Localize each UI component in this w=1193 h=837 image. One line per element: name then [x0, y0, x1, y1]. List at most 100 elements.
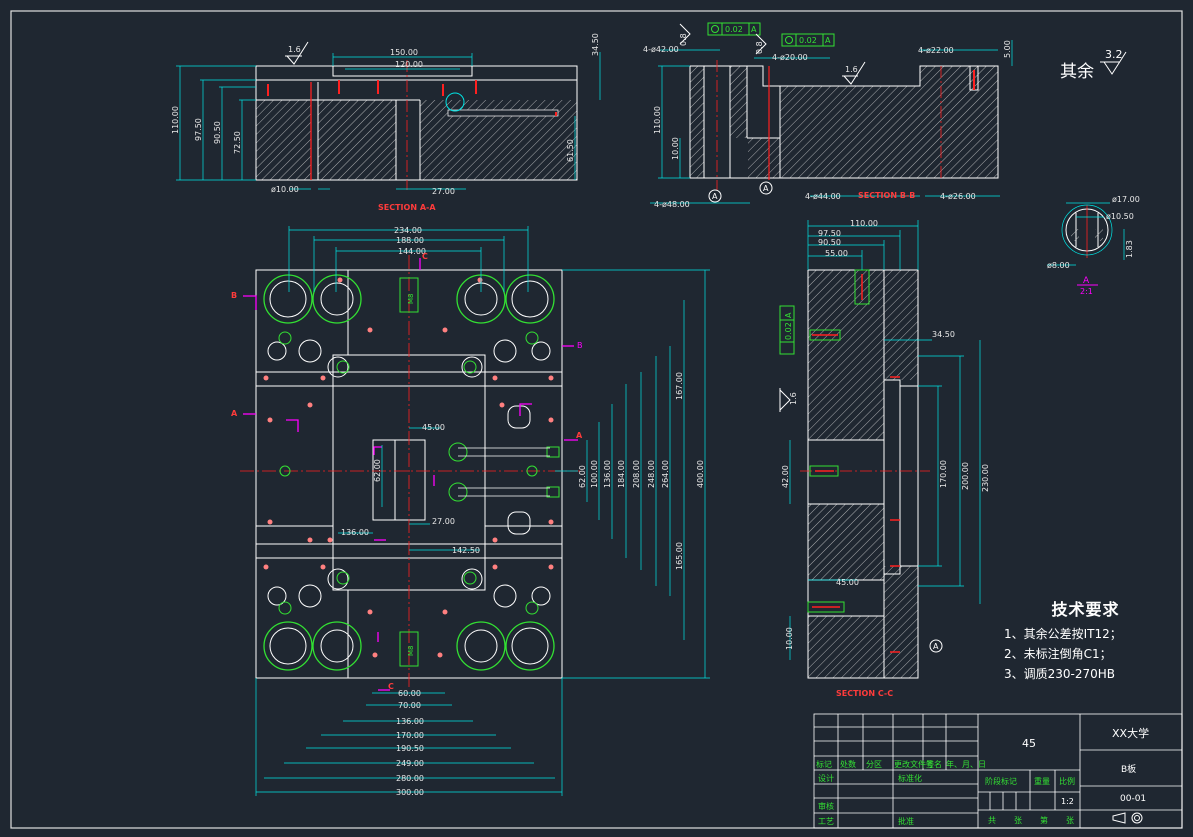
- cc-dim-230: 230.00: [981, 464, 990, 492]
- plan-dim-right-6: 264.00: [661, 460, 670, 488]
- bb-dim-10: 10.00: [671, 137, 680, 160]
- marker-a-left: A: [231, 409, 238, 418]
- detail-scale: 2:1: [1080, 287, 1093, 296]
- aa-dim-90: 90.50: [213, 121, 222, 144]
- tb-label-check: 审核: [818, 801, 834, 811]
- tb-sheet-unit-1: 张: [1014, 816, 1022, 825]
- detail-label: A: [1083, 276, 1090, 286]
- bb-dim-d42: 4-ø42.00: [643, 45, 679, 54]
- plan-dim-bottom-2: 136.00: [396, 717, 424, 726]
- aa-dim-34: 34.50: [591, 33, 600, 56]
- roughness-symbol: [679, 23, 866, 85]
- bb-datum-2: A: [825, 36, 831, 45]
- cc-datum-circle: A: [933, 642, 939, 651]
- cc-dim-200: 200.00: [961, 462, 970, 490]
- plan-view: 234.00 188.00 144.00 60.00 70.00 136.00 …: [231, 226, 710, 797]
- bb-datum-a-2: A: [763, 184, 769, 193]
- marker-b-right: B: [577, 341, 583, 350]
- tb-scale: 1:2: [1061, 797, 1074, 806]
- tb-label-design: 设计: [818, 773, 834, 783]
- tb-label-date: 年、月、日: [946, 759, 986, 769]
- tb-label-zone: 分区: [866, 760, 882, 769]
- roughness-symbol: [779, 388, 791, 412]
- marker-c-top: C: [422, 252, 428, 261]
- tb-label-weight: 重量: [1034, 776, 1050, 786]
- section-a-a: 150.00 120.00 110.00 97.50 90.50 72.50 6…: [171, 33, 601, 212]
- aa-dim-61: 61.50: [566, 139, 575, 162]
- bb-dim-d44: 4-ø44.00: [805, 192, 841, 201]
- bb-roughness-value: 1.6: [845, 65, 858, 74]
- roughness-symbol: [285, 41, 309, 65]
- bb-roughness-08a: 0.8: [679, 33, 688, 46]
- section-c-c: 110.00 97.50 90.50 55.00 34.50 170.00 20…: [779, 219, 990, 698]
- detail-dim-d10: ø10.50: [1106, 212, 1134, 221]
- section-a-a-label: SECTION A-A: [378, 203, 436, 212]
- plan-dim-right-165: 165.00: [675, 542, 684, 570]
- tb-label-count: 处数: [840, 759, 856, 769]
- aa-dim-27: 27.00: [432, 187, 455, 196]
- aa-dim-150: 150.00: [390, 48, 418, 57]
- plan-dim-right-2: 136.00: [603, 460, 612, 488]
- tb-label-ratio: 比例: [1059, 776, 1075, 786]
- tb-label-approve: 批准: [898, 816, 914, 826]
- cc-dim-top-3: 55.00: [825, 249, 848, 258]
- tb-label-standard: 标准化: [898, 773, 922, 783]
- tb-label-process: 工艺: [818, 817, 834, 826]
- section-c-c-label: SECTION C-C: [836, 689, 893, 698]
- bb-datum-a-1: A: [712, 192, 718, 201]
- plan-dim-right-0: 62.00: [578, 465, 587, 488]
- tb-sheet-total: 共: [988, 816, 996, 825]
- bb-dim-5: 5.00: [1003, 40, 1012, 58]
- bb-dim-d22: 4-ø22.00: [918, 46, 954, 55]
- tb-material: 45: [1022, 737, 1036, 750]
- cc-tolerance: 0.02: [784, 322, 793, 340]
- tech-item-3: 3、调质230-270HB: [1004, 667, 1116, 681]
- tb-part-name: B板: [1121, 763, 1136, 775]
- cc-dim-10: 10.00: [785, 627, 794, 650]
- cc-dim-top-1: 97.50: [818, 229, 841, 238]
- tb-school: XX大学: [1112, 726, 1149, 740]
- plan-dim-62: 62.00: [373, 459, 382, 482]
- marker-a-right: A: [576, 431, 583, 440]
- plan-dim-bottom-7: 300.00: [396, 788, 424, 797]
- bb-dim-d26: 4-ø26.00: [940, 192, 976, 201]
- roughness-note-value: 3.2: [1105, 48, 1123, 61]
- bb-dim-d48: 4-ø48.00: [654, 200, 690, 209]
- aa-dim-110: 110.00: [171, 106, 180, 134]
- tech-item-2: 2、未标注倒角C1；: [1004, 647, 1112, 661]
- plan-dim-top-1: 188.00: [396, 236, 424, 245]
- tb-label-stage: 阶段标记: [985, 776, 1017, 786]
- plan-dim-right-3: 184.00: [617, 460, 626, 488]
- cc-roughness-value: 1.6: [789, 392, 798, 405]
- bb-datum-1: A: [751, 25, 757, 34]
- bb-dim-d20: 4-ø20.00: [772, 53, 808, 62]
- plan-dim-right-1: 100.00: [590, 460, 599, 488]
- cc-datum: A: [784, 312, 793, 318]
- aa-dim-97: 97.50: [194, 118, 203, 141]
- cc-dim-top-0: 110.00: [850, 219, 878, 228]
- bb-tolerance-1: 0.02: [725, 25, 743, 34]
- plan-dim-right-5: 248.00: [647, 460, 656, 488]
- cc-dim-top-2: 90.50: [818, 238, 841, 247]
- plan-dim-bottom-6: 280.00: [396, 774, 424, 783]
- tb-sheet-unit-2: 张: [1066, 816, 1074, 825]
- tb-label-file: 更改文件号: [894, 759, 934, 769]
- plan-dim-136: 136.00: [341, 528, 369, 537]
- plan-dim-right-167: 167.00: [675, 372, 684, 400]
- tech-item-1: 1、其余公差按IT12；: [1004, 627, 1122, 641]
- bb-roughness-08b: 0.8: [755, 41, 764, 54]
- plan-dim-27: 27.00: [432, 517, 455, 526]
- section-b-b-label: SECTION B-B: [858, 191, 915, 200]
- roughness-note-symbol: [1100, 51, 1127, 75]
- marker-b-left: B: [231, 291, 237, 300]
- tech-title: 技术要求: [1051, 600, 1120, 619]
- roughness-note-text: 其余: [1060, 62, 1094, 82]
- cc-dim-42: 42.00: [781, 465, 790, 488]
- tb-label-mark: 标记: [816, 759, 832, 769]
- detail-dim-h1: 1.83: [1125, 240, 1134, 258]
- plan-dim-right-4: 208.00: [632, 460, 641, 488]
- plan-dim-bottom-1: 70.00: [398, 701, 421, 710]
- plan-dim-top-0: 234.00: [394, 226, 422, 235]
- title-block: [813, 713, 1183, 829]
- tb-drawing-no: 00-01: [1120, 794, 1146, 804]
